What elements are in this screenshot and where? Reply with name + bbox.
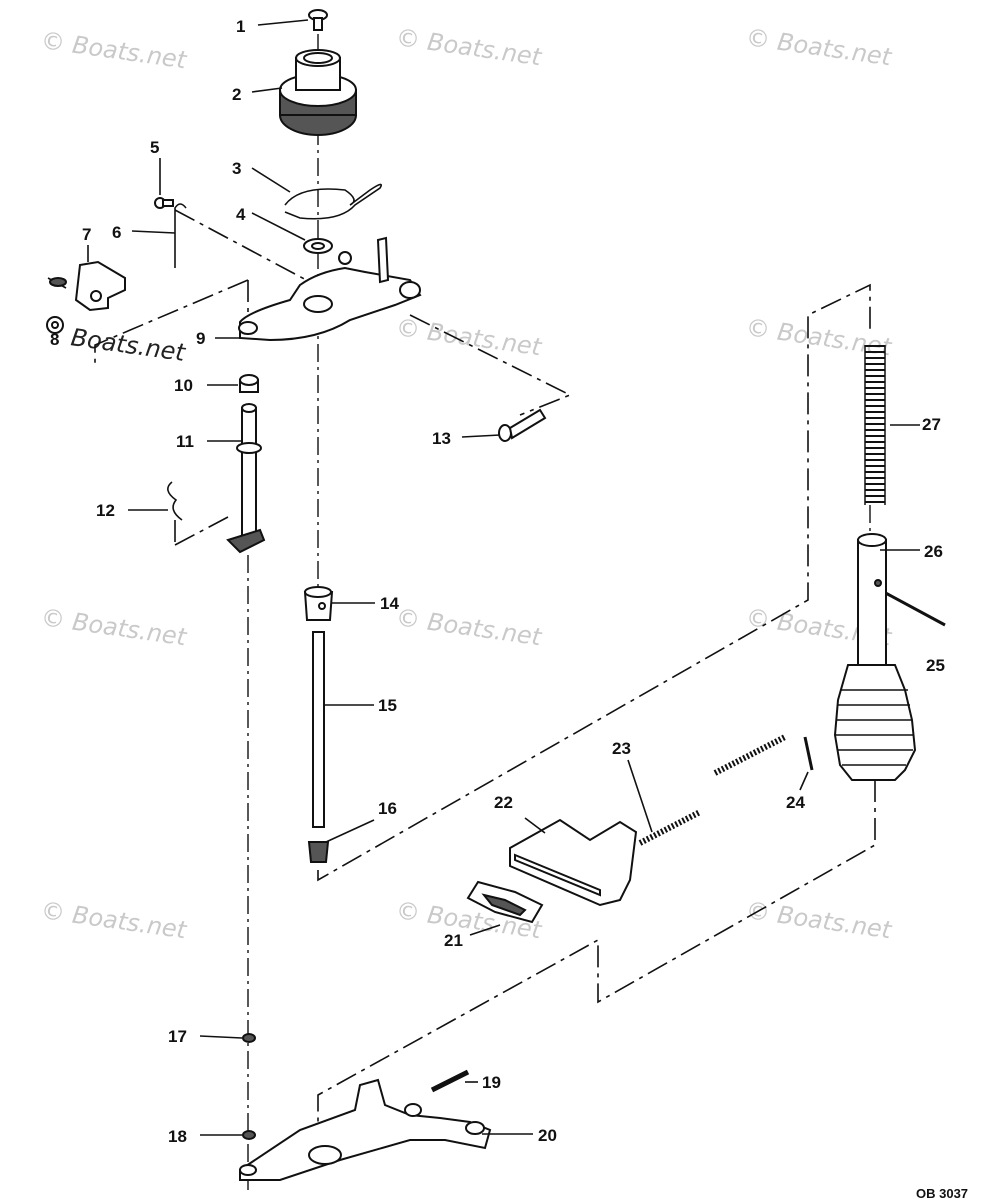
part-8-nut <box>46 316 64 334</box>
label-23: 23 <box>612 739 631 758</box>
parts <box>46 9 946 1181</box>
watermark: © Boats.net <box>394 603 544 651</box>
label-6: 6 <box>112 223 121 242</box>
part-19-pin <box>430 1069 470 1093</box>
label-25: 25 <box>926 656 945 675</box>
watermark: © Boats.net <box>744 23 894 71</box>
label-3: 3 <box>232 159 241 178</box>
label-10: 10 <box>174 376 193 395</box>
label-2: 2 <box>232 85 241 104</box>
part-23-spring <box>638 734 787 846</box>
label-12: 12 <box>96 501 115 520</box>
diagram-code: OB 3037 <box>916 1186 968 1200</box>
part-25-pin <box>879 588 946 627</box>
label-11: 11 <box>176 432 194 451</box>
part-27-spring <box>864 345 886 505</box>
label-17: 17 <box>168 1027 187 1046</box>
watermark: © Boats.net <box>394 23 544 71</box>
label-19: 19 <box>482 1073 501 1092</box>
part-5-bolt <box>154 197 174 209</box>
watermarks: © Boats.net © Boats.net © Boats.net © Bo… <box>39 23 894 944</box>
part-20-lower-lever <box>239 1078 492 1181</box>
watermark: © Boats.net <box>39 603 189 651</box>
part-21-insert <box>466 880 544 924</box>
watermark: © Boats.net <box>39 26 189 74</box>
watermark: © Boats.net <box>394 313 544 361</box>
part-18-clip <box>242 1130 256 1140</box>
part-15-rod <box>312 631 325 828</box>
label-5: 5 <box>150 138 159 157</box>
part-3-spring-clip <box>284 183 383 220</box>
part-17-clip <box>242 1033 256 1043</box>
part-9-lever <box>238 236 422 342</box>
part-10-bushing <box>239 374 259 393</box>
label-8: 8 <box>50 330 59 349</box>
label-20: 20 <box>538 1126 557 1145</box>
assembly-lines <box>94 34 876 1190</box>
label-27: 27 <box>922 415 941 434</box>
label-13: 13 <box>432 429 451 448</box>
part-14-coupler <box>303 586 334 621</box>
part-1-screw <box>308 9 328 31</box>
label-14: 14 <box>380 594 399 613</box>
part-26-tube <box>857 533 887 666</box>
label-21: 21 <box>444 931 463 950</box>
part-4-washer <box>303 238 333 254</box>
label-16: 16 <box>378 799 397 818</box>
watermark: © Boats.net <box>39 896 189 944</box>
part-11-shaft <box>226 403 266 554</box>
part-16-cap <box>307 841 330 863</box>
watermark: © Boats.net <box>744 896 894 944</box>
part-12-cotter-pin <box>167 481 183 521</box>
label-24: 24 <box>786 793 805 812</box>
part-2-gear <box>279 49 357 136</box>
label-1: 1 <box>236 17 245 36</box>
label-7: 7 <box>82 225 91 244</box>
label-4: 4 <box>236 205 246 224</box>
label-18: 18 <box>168 1127 187 1146</box>
part-22-handle <box>509 818 638 907</box>
leader-lines <box>87 19 920 1136</box>
part-13-screw <box>498 408 547 442</box>
label-26: 26 <box>924 542 943 561</box>
part-labels: 1 2 3 4 5 6 7 8 9 10 11 12 13 14 15 16 1… <box>50 17 945 1146</box>
label-22: 22 <box>494 793 513 812</box>
watermark: © Boats.net <box>744 313 894 361</box>
label-9: 9 <box>196 329 205 348</box>
part-26-bellows <box>833 664 917 781</box>
part-6-pin <box>174 203 187 268</box>
part-24-screw <box>803 736 814 771</box>
part-7-clamp <box>47 260 126 312</box>
label-15: 15 <box>378 696 397 715</box>
